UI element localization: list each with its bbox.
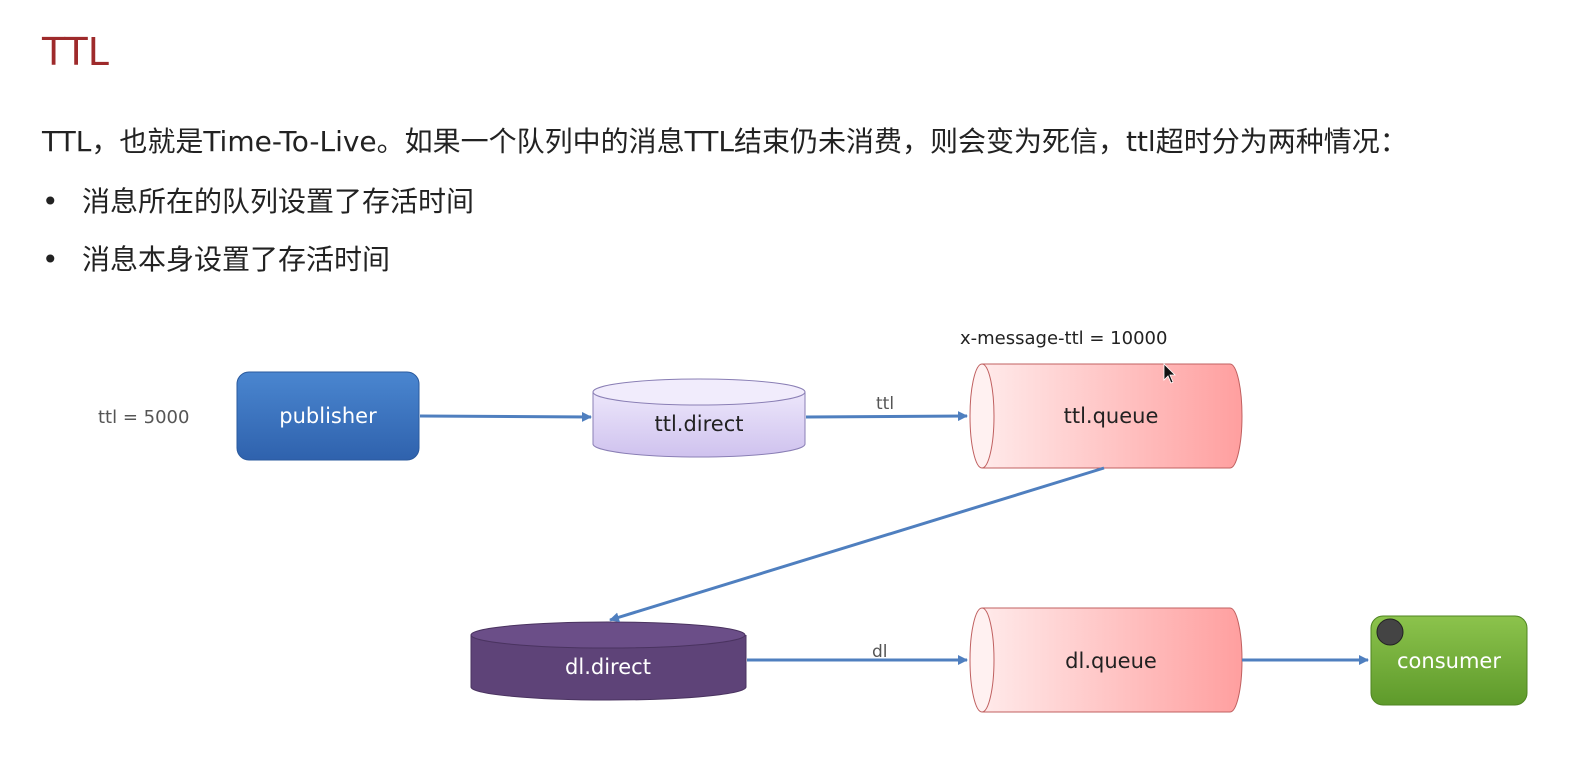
consumer-node: consumer [1370,615,1528,706]
arrow-ttl-queue-to-dl-direct [609,466,1105,623]
ttl-queue-label: ttl.queue [1064,404,1159,428]
bullet-item-queue-ttl: • 消息所在的队列设置了存活时间 [42,180,474,220]
bullet-dot-icon: • [42,185,59,218]
consumer-status-icon [1376,618,1404,646]
publisher-node: publisher [236,371,420,461]
ttl-direct-exchange: ttl.direct [592,378,806,458]
queue-ttl-label: x-message-ttl = 10000 [960,328,1167,349]
dl-direct-label: dl.direct [565,655,651,679]
page-title: TTL [42,30,109,74]
bullet-dot-icon: • [42,243,59,276]
arrow-ttl-direct-to-ttl-queue [805,411,968,422]
dl-direct-exchange: dl.direct [470,621,747,701]
publisher-label: publisher [279,404,377,428]
consumer-label: consumer [1397,649,1501,673]
dl-queue-node: dl.queue [969,607,1243,713]
mouse-cursor-icon [1163,363,1176,384]
message-ttl-label: ttl = 5000 [98,407,189,428]
dl-routing-key-label: dl [872,642,888,662]
dl-queue-label: dl.queue [1065,649,1157,673]
bullet-item-message-ttl: • 消息本身设置了存活时间 [42,238,390,278]
ttl-queue-node: ttl.queue [969,363,1243,469]
ttl-routing-key-label: ttl [876,394,894,414]
arrow-publisher-to-ttl-direct [419,411,592,422]
intro-text: TTL，也就是Time-To-Live。如果一个队列中的消息TTL结束仍未消费，… [42,125,1408,158]
bullet-text: 消息所在的队列设置了存活时间 [82,185,475,218]
ttl-direct-label: ttl.direct [654,412,743,436]
bullet-text: 消息本身设置了存活时间 [82,243,391,276]
